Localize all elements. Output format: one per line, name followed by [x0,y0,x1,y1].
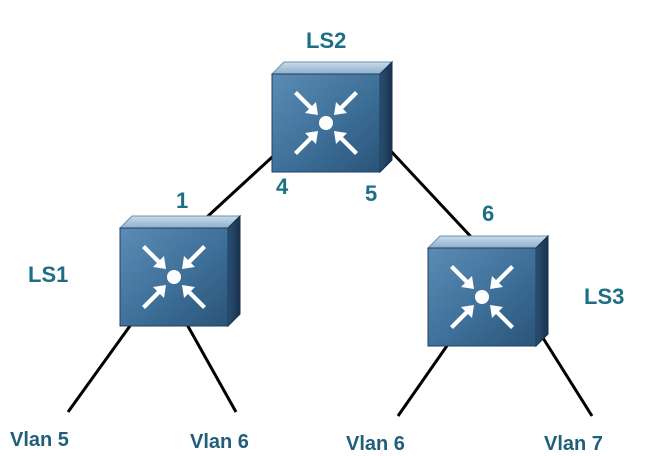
port-label-ls2-4: 4 [276,174,289,199]
port-label-ls1-1: 1 [176,188,189,213]
port-label-ls2-5: 5 [365,181,378,206]
vlan-label-7: Vlan 7 [544,433,603,455]
link-ls1-vlan5 [66,311,142,413]
switch-ls1-label: LS1 [28,262,69,287]
port-label-ls3-6: 6 [482,201,495,226]
vlan-label-6-ls3: Vlan 6 [346,433,405,455]
vlan-label-6-ls1: Vlan 6 [190,431,249,453]
switch-ls3-icon[interactable] [428,236,548,346]
switch-ls3-label: LS3 [584,284,625,309]
vlan-label-5: Vlan 5 [10,429,69,451]
link-ls2-ls3 [386,146,476,242]
switch-ls1-icon[interactable] [120,216,240,326]
link-ls2-ls1 [193,146,284,230]
switch-ls2-icon[interactable] [272,62,392,172]
switch-ls2-label: LS2 [306,28,347,53]
link-ls1-vlan6 [178,311,238,413]
link-ls3-vlan7 [536,329,594,417]
